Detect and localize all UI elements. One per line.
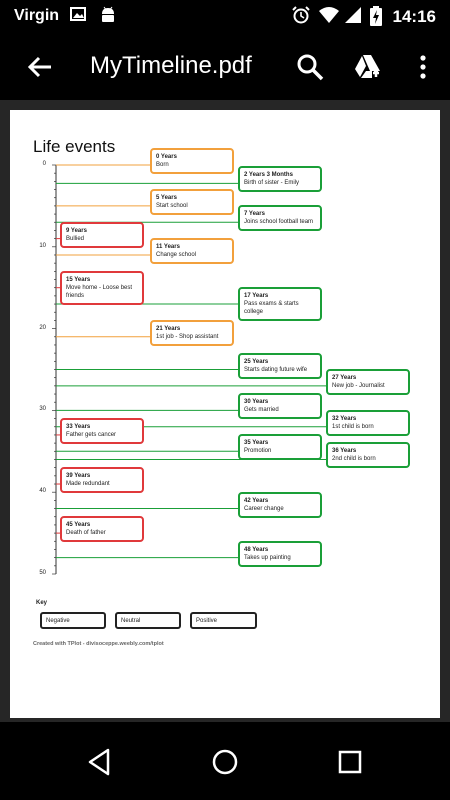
chart-title: Life events: [33, 137, 116, 156]
event-description: Gets married: [244, 407, 279, 414]
clock: 14:16: [392, 7, 436, 26]
event-age: 5 Years: [156, 194, 177, 201]
key-positive: Positive: [190, 612, 257, 629]
android-debug-icon: [102, 6, 114, 22]
recents-nav-icon[interactable]: [334, 746, 366, 778]
event-description: Takes up painting: [244, 554, 291, 561]
event-description: 1st child is born: [332, 423, 374, 430]
event-description: New job - Journalist: [332, 382, 385, 389]
event-description: Move home - Loose best friends: [66, 284, 133, 299]
event-age: 33 Years: [66, 423, 91, 430]
event-description: Starts dating future wife: [244, 366, 308, 373]
axis-tick-label: 30: [39, 406, 46, 413]
event-age: 25 Years: [244, 358, 269, 365]
app-bar: MyTimeline.pdf: [0, 34, 450, 100]
axis-tick-label: 20: [39, 324, 46, 331]
status-bar: Virgin 14:16: [0, 0, 450, 34]
event-age: 45 Years: [66, 522, 91, 529]
event-age: 32 Years: [332, 415, 357, 422]
event-age: 48 Years: [244, 546, 269, 553]
event-age: 15 Years: [66, 276, 91, 283]
battery-charging-icon: [370, 6, 382, 26]
event-age: 36 Years: [332, 448, 357, 455]
wifi-icon: [319, 7, 339, 23]
axis-tick-label: 0: [42, 161, 46, 167]
home-nav-icon[interactable]: [209, 746, 241, 778]
event-age: 11 Years: [156, 243, 180, 250]
event-description: Pass exams & starts college: [244, 301, 299, 316]
event-age: 21 Years: [156, 325, 181, 332]
event-description: Career change: [244, 505, 284, 512]
key-neutral: Neutral: [115, 612, 181, 629]
event-age: 0 Years: [156, 154, 177, 160]
back-arrow-icon[interactable]: [25, 52, 55, 82]
event-description: Promotion: [244, 448, 272, 455]
event-age: 30 Years: [244, 399, 269, 406]
add-to-drive-icon[interactable]: [353, 52, 383, 82]
event-description: Made redundant: [66, 481, 110, 488]
event-age: 9 Years: [66, 227, 87, 234]
credit-text: Created with TPlot - divisoceppe.weebly.…: [33, 641, 164, 647]
back-nav-icon[interactable]: [84, 746, 116, 778]
carrier-name: Virgin: [14, 7, 60, 24]
event-description: Change school: [156, 251, 197, 258]
key-negative: Negative: [40, 612, 106, 629]
key-title: Key: [36, 600, 48, 606]
event-description: Born: [156, 162, 169, 168]
event-description: 2nd child is born: [332, 456, 376, 463]
search-icon[interactable]: [295, 52, 325, 82]
signal-icon: [345, 7, 361, 23]
image-notification-icon: [70, 7, 86, 21]
event-description: Father gets cancer: [66, 431, 117, 438]
event-age: 17 Years: [244, 293, 269, 300]
event-description: Start school: [156, 202, 188, 209]
alarm-icon: [292, 6, 310, 24]
event-age: 35 Years: [244, 440, 269, 447]
event-age: 7 Years: [244, 211, 265, 218]
event-description: Birth of sister - Emily: [244, 180, 300, 187]
navigation-bar: [0, 722, 450, 800]
axis-tick-label: 40: [39, 488, 46, 495]
event-description: 1st job - Shop assistant: [156, 333, 219, 340]
axis-tick-label: 10: [39, 242, 46, 249]
event-age: 42 Years: [244, 497, 269, 504]
event-description: Death of father: [66, 530, 106, 537]
event-age: 2 Years 3 Months: [244, 172, 293, 179]
event-age: 27 Years: [332, 374, 357, 381]
event-description: Joins school football team: [244, 219, 314, 226]
timeline-axis: [52, 164, 326, 575]
event-description: Bullied: [66, 235, 85, 242]
overflow-menu-icon[interactable]: [408, 52, 438, 82]
document-title: MyTimeline.pdf: [90, 52, 252, 79]
event-age: 39 Years: [66, 473, 91, 480]
axis-tick-label: 50: [39, 570, 46, 576]
